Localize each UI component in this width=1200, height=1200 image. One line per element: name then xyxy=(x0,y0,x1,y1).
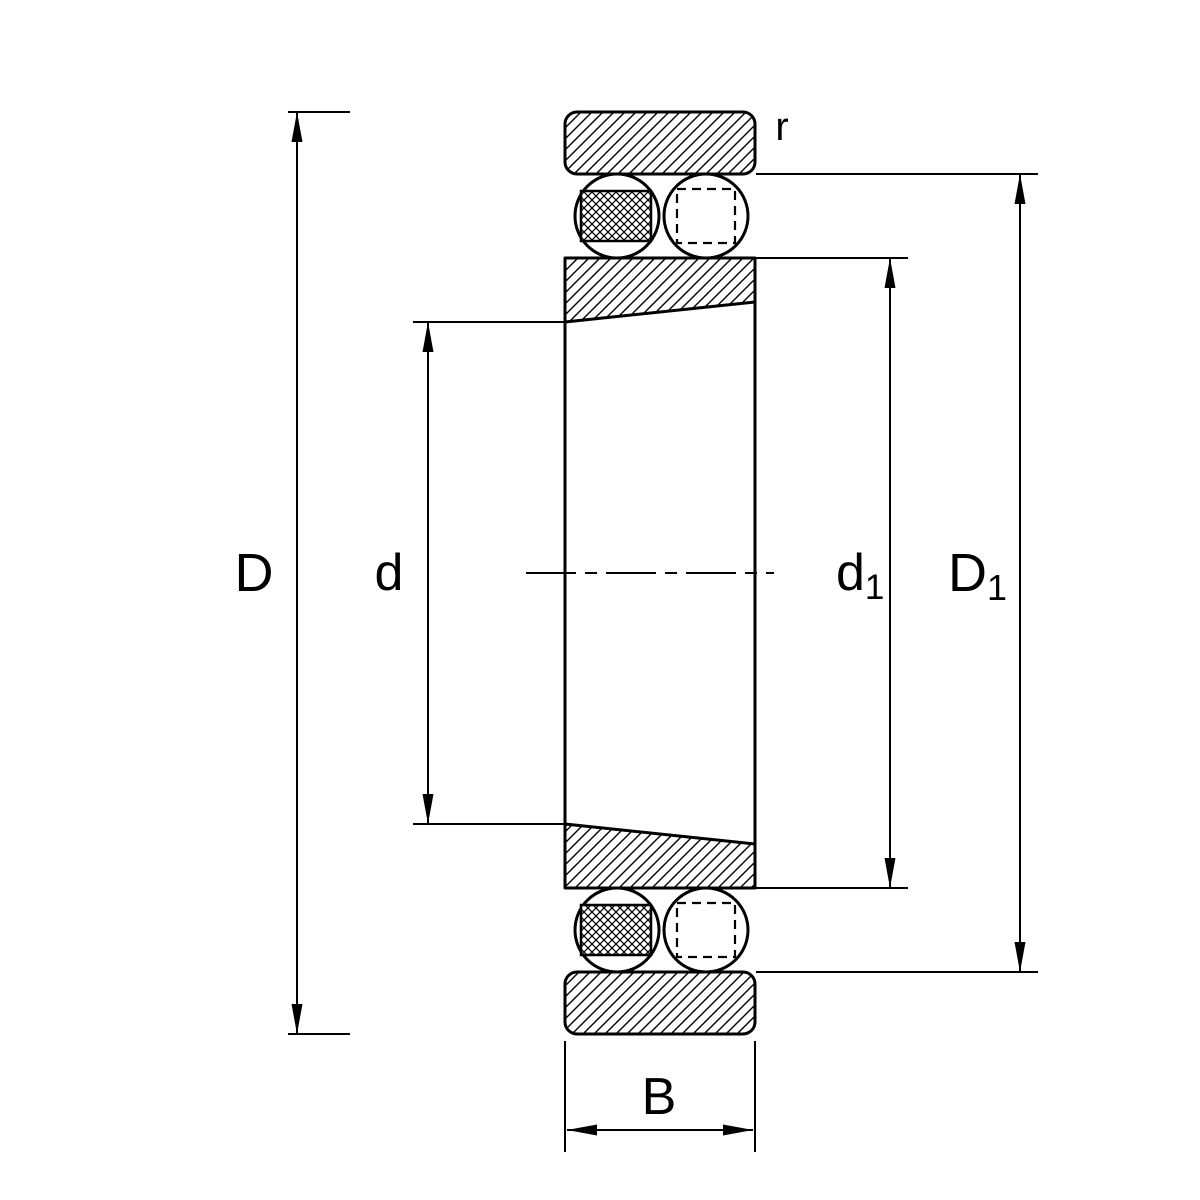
cage-pocket-hidden-top xyxy=(675,187,737,245)
cage-section-top xyxy=(579,189,653,243)
arrowhead-up xyxy=(291,112,303,142)
arrowhead-down xyxy=(884,858,896,888)
arrowhead-up xyxy=(422,322,434,352)
dimension-D xyxy=(288,111,350,1035)
label-width-B: B xyxy=(642,1068,677,1126)
label-corner-radius-r: r xyxy=(775,105,788,149)
label-bore-diameter-d: d xyxy=(375,544,404,602)
dimension-d xyxy=(413,321,566,825)
arrowhead-down xyxy=(1014,942,1026,972)
outer-ring-bottom-section xyxy=(563,970,757,1036)
label-d1-base: d xyxy=(836,544,865,602)
arrowhead-down xyxy=(422,794,434,824)
label-D1-base: D xyxy=(948,543,987,603)
arrowhead-right xyxy=(723,1124,753,1136)
dimension-B xyxy=(564,1041,756,1152)
dimension-D1 xyxy=(756,173,1038,973)
label-D1-subscript: 1 xyxy=(987,567,1007,608)
label-outer-diameter-D: D xyxy=(235,543,274,603)
arrowhead-up xyxy=(1014,174,1026,204)
outer-ring-top-section xyxy=(563,110,757,176)
inner-ring-bottom-section xyxy=(563,822,757,890)
label-diameter-d1: d1 xyxy=(836,544,884,607)
cage-section-bottom xyxy=(579,903,653,957)
arrowhead-left xyxy=(567,1124,597,1136)
label-d1-subscript: 1 xyxy=(865,568,884,607)
cage-pocket-hidden-bottom xyxy=(675,901,737,959)
label-diameter-D1: D1 xyxy=(948,543,1007,608)
dimension-d1 xyxy=(756,257,908,889)
arrowhead-up xyxy=(884,258,896,288)
arrowhead-down xyxy=(291,1004,303,1034)
